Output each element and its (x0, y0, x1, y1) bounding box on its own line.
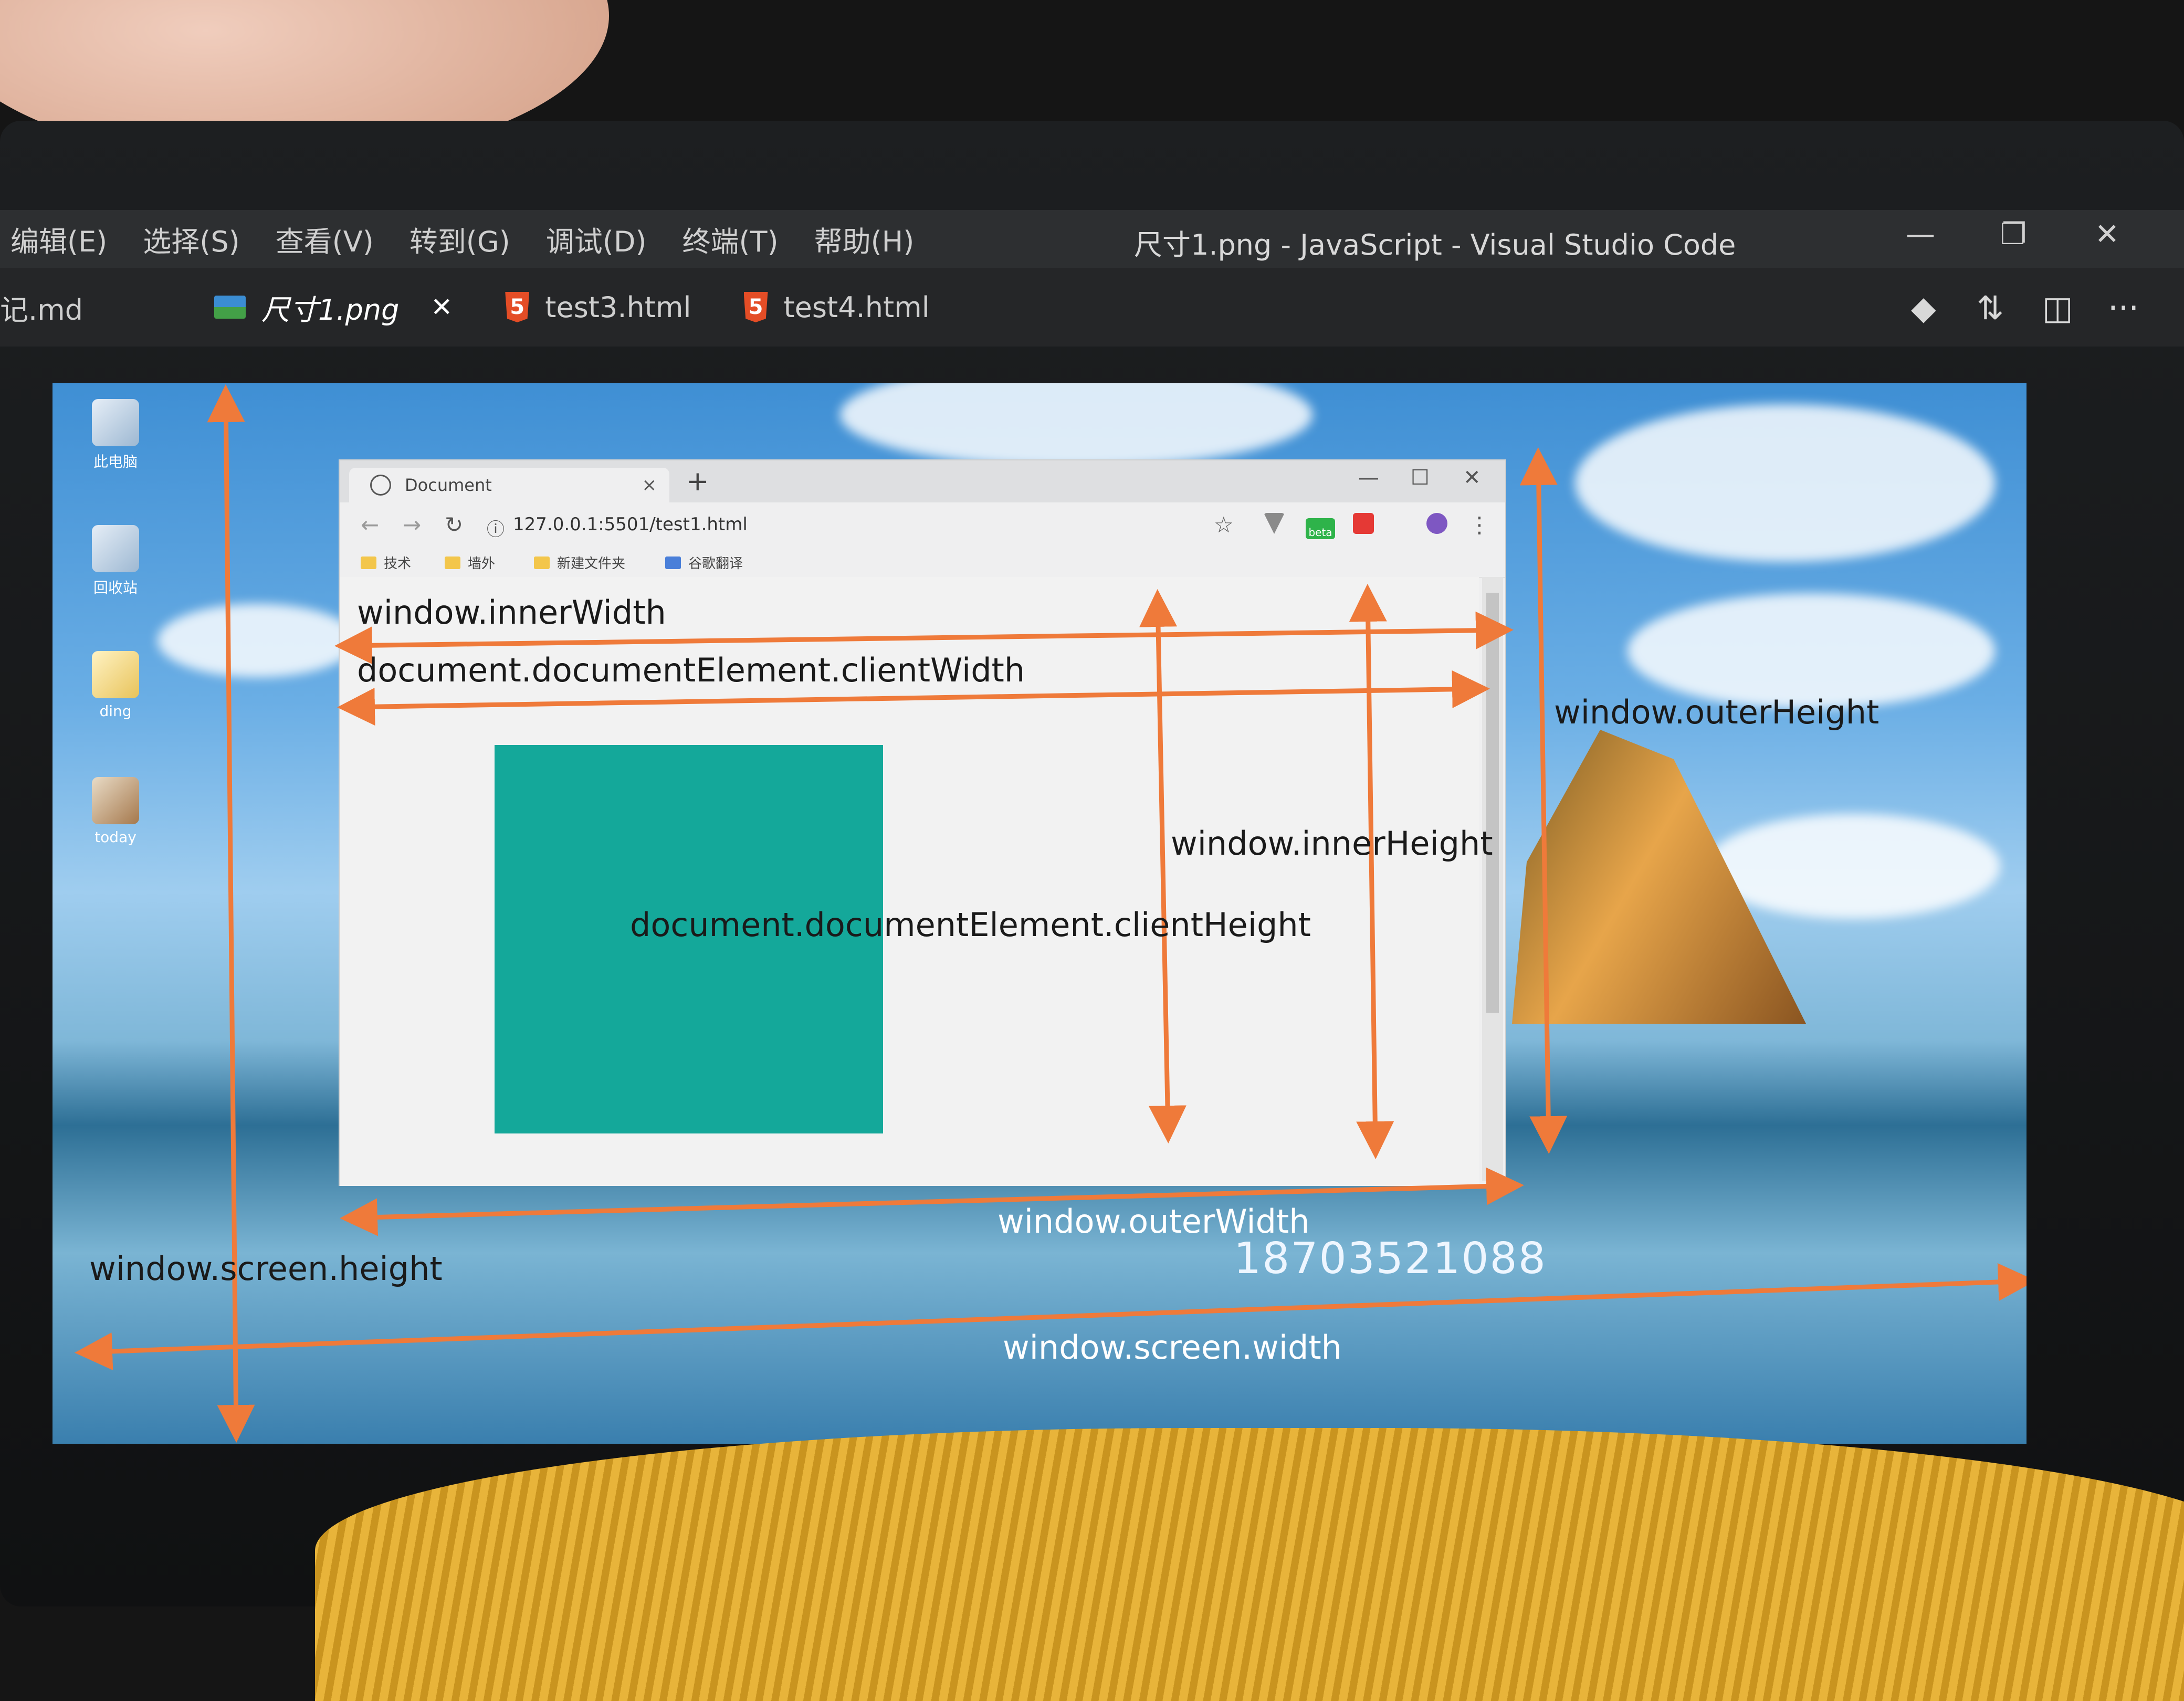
browser-close-button[interactable]: ✕ (1463, 466, 1481, 490)
info-icon: ⓘ (487, 519, 505, 540)
arrow-window-inner-width (334, 611, 1514, 665)
watermark-number: 18703521088 (1234, 1234, 1547, 1284)
label-screen-width: window.screen.width (1003, 1328, 1342, 1367)
extension-red-icon[interactable] (1353, 513, 1374, 534)
browser-toolbar: ← → ↻ ⓘ 127.0.0.1:5501/test1.html ☆ beta… (340, 502, 1505, 545)
recycle-bin-icon (92, 525, 139, 572)
browser-tab-close-icon[interactable]: × (642, 475, 657, 496)
label-client-height: document.documentElement.clientHeight (630, 906, 1311, 944)
measurement-arrows (75, 384, 2026, 1443)
folder-icon (534, 556, 550, 569)
back-arrow-icon[interactable]: ← (361, 512, 380, 538)
browser-tab[interactable]: Document × (349, 468, 669, 502)
label-inner-height: window.innerHeight (1171, 824, 1493, 863)
menu-kebab-icon[interactable]: ⋮ (1468, 512, 1490, 538)
bookmark-star-icon[interactable]: ☆ (1214, 512, 1234, 538)
label-outer-height: window.outerHeight (1554, 693, 1880, 731)
bookmark-item[interactable]: 谷歌翻译 (665, 553, 743, 572)
extension-beta-icon[interactable]: beta (1306, 518, 1335, 539)
label-outer-width: window.outerWidth (998, 1202, 1310, 1241)
file-icon (92, 777, 139, 824)
globe-icon (370, 475, 391, 496)
tab-label: 记.md (0, 293, 83, 327)
menu-edit[interactable]: 编辑(E) (10, 225, 108, 258)
tab-size-png[interactable]: 尺寸1.png ✕ (214, 287, 453, 328)
profile-avatar-icon[interactable] (1426, 513, 1447, 534)
arrow-window-outer-width (340, 1167, 1524, 1236)
bookmark-item[interactable]: 墙外 (445, 553, 495, 572)
menu-help[interactable]: 帮助(H) (814, 225, 915, 258)
close-window-button[interactable]: ✕ (2095, 217, 2119, 251)
arrow-window-inner-height (1349, 584, 1394, 1159)
git-compare-icon[interactable]: ◆ (1911, 289, 1936, 327)
translate-icon (665, 556, 681, 569)
editor-tabbar: 记.md 尺寸1.png ✕ 5 test3.html 5 test4.html… (0, 268, 2184, 346)
menu-debug[interactable]: 调试(D) (545, 225, 647, 258)
html5-icon: 5 (743, 292, 768, 322)
desktop-icon-ding[interactable]: ding (84, 651, 147, 720)
tab-label: 尺寸1.png (261, 293, 400, 327)
window-title: 尺寸1.png - JavaScript - Visual Studio Cod… (1134, 228, 1736, 261)
teal-box (495, 745, 883, 1133)
browser-tab-title: Document (405, 475, 492, 495)
desktop-icon-this-pc[interactable]: 此电脑 (84, 399, 147, 471)
label-screen-height: window.screen.height (89, 1250, 443, 1288)
arrow-window-screen-height (207, 384, 255, 1443)
folder-icon (445, 556, 460, 569)
folder-icon (361, 556, 376, 569)
vscode-titlebar: 编辑(E) 选择(S) 查看(V) 转到(G) 调试(D) 终端(T) 帮助(H… (0, 210, 2184, 268)
image-icon (214, 296, 246, 319)
computer-icon (92, 399, 139, 446)
bookmark-item[interactable]: 技术 (361, 553, 411, 572)
browser-maximize-button[interactable]: ☐ (1411, 466, 1430, 490)
tab-test3-html[interactable]: 5 test3.html (505, 291, 691, 324)
menu-go[interactable]: 转到(G) (409, 225, 510, 258)
address-bar[interactable]: 127.0.0.1:5501/test1.html (513, 514, 748, 535)
open-changes-icon[interactable]: ⇅ (1977, 289, 2004, 327)
menu-selection[interactable]: 选择(S) (143, 225, 240, 258)
minimize-button[interactable]: — (1906, 217, 1935, 251)
split-editor-icon[interactable]: ◫ (2042, 289, 2073, 327)
arrow-window-screen-width (75, 1263, 2026, 1370)
menu-view[interactable]: 查看(V) (275, 225, 374, 258)
yellow-sweater (315, 1428, 2184, 1701)
desktop-icon-recycle-bin[interactable]: 回收站 (84, 525, 147, 597)
arrow-document-client-width (337, 670, 1490, 726)
new-tab-button[interactable]: + (686, 466, 709, 497)
label-inner-width: window.innerWidth (357, 593, 666, 632)
restore-button[interactable]: ❐ (2000, 217, 2027, 251)
browser-minimize-button[interactable]: — (1358, 466, 1379, 490)
tab-label: test3.html (545, 290, 691, 324)
tab-label: test4.html (783, 290, 930, 324)
more-actions-icon[interactable]: ··· (2108, 289, 2139, 327)
image-preview: 此电脑 回收站 ding today Document × + — ☐ ✕ ← … (52, 383, 2026, 1444)
arrow-document-client-height (1139, 589, 1186, 1143)
html5-icon: 5 (505, 292, 530, 322)
bookmarks-bar: 技术 墙外 新建文件夹 谷歌翻译 (340, 545, 1505, 578)
arrow-window-outer-height (1519, 447, 1568, 1154)
forward-arrow-icon[interactable]: → (403, 512, 422, 538)
reload-icon[interactable]: ↻ (445, 512, 464, 538)
file-icon (92, 651, 139, 698)
desktop-icon-today[interactable]: today (84, 777, 147, 846)
tab-test4-html[interactable]: 5 test4.html (743, 290, 930, 324)
menu-terminal[interactable]: 终端(T) (682, 225, 779, 258)
browser-tabstrip: Document × + — ☐ ✕ (340, 460, 1505, 502)
bookmark-item[interactable]: 新建文件夹 (534, 553, 625, 572)
label-client-width: document.documentElement.clientWidth (357, 651, 1025, 689)
tab-notes-md[interactable]: 记.md (0, 287, 83, 328)
tab-close-icon[interactable]: ✕ (430, 292, 453, 322)
